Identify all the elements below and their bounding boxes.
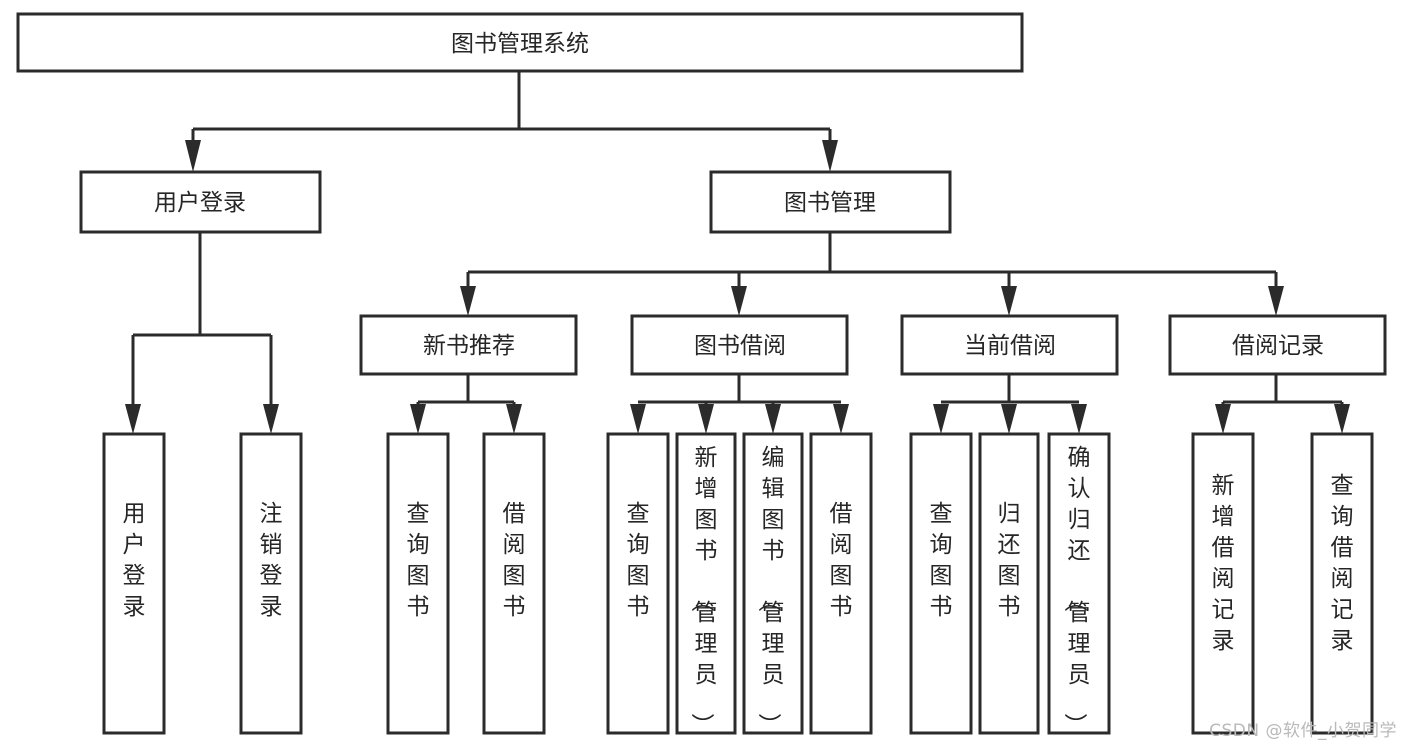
node-leaf-edit-book-label: 编辑图书（管理员） xyxy=(756,445,785,736)
node-current-borrow-box[interactable] xyxy=(900,314,1119,376)
node-leaf-add-record-label: 新增借阅记录 xyxy=(1212,473,1235,654)
node-leaf-query-book-1[interactable]: 查询图书 xyxy=(386,432,450,735)
node-leaf-user-login-box[interactable] xyxy=(102,432,166,735)
node-root-label: 图书管理系统 xyxy=(451,31,589,57)
node-leaf-query-book-2[interactable]: 查询图书 xyxy=(606,432,670,735)
node-borrow-record-label: 借阅记录 xyxy=(1232,333,1324,359)
node-book-borrow-label: 图书借阅 xyxy=(694,333,786,359)
node-book-borrow-box[interactable] xyxy=(630,314,849,376)
arrowhead-leaf-borrow-book-2 xyxy=(833,404,849,434)
arrowhead-leaf-query-book-2 xyxy=(630,404,646,434)
node-leaf-borrow-book-1-label: 借阅图书 xyxy=(503,501,526,620)
node-leaf-query-record-label: 查询借阅记录 xyxy=(1331,473,1354,654)
node-leaf-add-record[interactable]: 新增借阅记录 xyxy=(1191,432,1255,735)
node-leaf-confirm-return-box[interactable] xyxy=(1047,432,1111,735)
node-book-manage-label: 图书管理 xyxy=(784,190,876,216)
arrowhead-leaf-borrow-book-1 xyxy=(506,404,522,434)
arrowhead-leaf-logout xyxy=(263,404,279,434)
node-leaf-add-record-box[interactable] xyxy=(1191,432,1255,735)
arrowhead-leaf-query-book-1 xyxy=(410,404,426,434)
node-user-login-box[interactable] xyxy=(79,170,322,234)
node-leaf-edit-book-box[interactable] xyxy=(742,432,804,735)
node-current-borrow[interactable]: 当前借阅 xyxy=(900,314,1119,376)
node-leaf-return-book-box[interactable] xyxy=(978,432,1040,735)
arrowhead-borrow-record xyxy=(1268,286,1284,316)
node-new-book-rec[interactable]: 新书推荐 xyxy=(359,314,578,376)
csdn-watermark: CSDN @软件_小贺同学 xyxy=(1209,721,1397,741)
node-leaf-return-book-label: 归还图书 xyxy=(998,501,1021,620)
node-new-book-rec-label: 新书推荐 xyxy=(423,333,515,359)
node-leaf-add-book[interactable]: 新增图书（管理员） xyxy=(675,432,737,736)
arrowhead-leaf-query-book-3 xyxy=(933,404,949,434)
node-book-manage[interactable]: 图书管理 xyxy=(709,170,952,234)
node-leaf-logout[interactable]: 注销登录 xyxy=(239,432,303,735)
node-leaf-user-login[interactable]: 用户登录 xyxy=(102,432,166,735)
arrowhead-leaf-add-book xyxy=(698,404,714,434)
arrowhead-leaf-confirm-return xyxy=(1071,404,1087,434)
arrowhead-leaf-query-record xyxy=(1334,404,1350,434)
node-leaf-query-book-2-label: 查询图书 xyxy=(627,501,650,620)
node-leaf-borrow-book-2-label: 借阅图书 xyxy=(830,501,853,620)
node-leaf-query-book-1-box[interactable] xyxy=(386,432,450,735)
node-leaf-return-book[interactable]: 归还图书 xyxy=(978,432,1040,735)
node-leaf-confirm-return[interactable]: 确认归还（管理员） xyxy=(1047,432,1111,736)
arrowhead-new-book-rec xyxy=(460,286,476,316)
node-leaf-query-record[interactable]: 查询借阅记录 xyxy=(1310,432,1374,735)
node-leaf-borrow-book-1[interactable]: 借阅图书 xyxy=(482,432,546,735)
node-leaf-query-book-3-label: 查询图书 xyxy=(930,501,953,620)
node-book-borrow[interactable]: 图书借阅 xyxy=(630,314,849,376)
node-borrow-record-box[interactable] xyxy=(1168,314,1387,376)
arrowhead-book-borrow xyxy=(731,286,747,316)
node-leaf-add-book-label: 新增图书（管理员） xyxy=(689,445,718,736)
node-borrow-record[interactable]: 借阅记录 xyxy=(1168,314,1387,376)
arrowhead-user-login xyxy=(185,140,201,172)
node-user-login[interactable]: 用户登录 xyxy=(79,170,322,234)
node-leaf-logout-box[interactable] xyxy=(239,432,303,735)
node-root[interactable]: 图书管理系统 xyxy=(16,12,1024,73)
node-leaf-borrow-book-1-box[interactable] xyxy=(482,432,546,735)
connector-layer xyxy=(125,71,1350,434)
node-root-box[interactable] xyxy=(16,12,1024,73)
arrowhead-leaf-edit-book xyxy=(765,404,781,434)
node-leaf-add-book-box[interactable] xyxy=(675,432,737,735)
arrowhead-current-borrow xyxy=(1001,286,1017,316)
node-leaf-query-book-2-box[interactable] xyxy=(606,432,670,735)
arrowhead-leaf-user-login xyxy=(125,404,141,434)
node-current-borrow-label: 当前借阅 xyxy=(964,333,1056,359)
node-leaf-borrow-book-2-box[interactable] xyxy=(809,432,873,735)
node-leaf-query-record-box[interactable] xyxy=(1310,432,1374,735)
node-new-book-rec-box[interactable] xyxy=(359,314,578,376)
node-leaf-query-book-1-label: 查询图书 xyxy=(407,501,430,620)
node-leaf-user-login-label: 用户登录 xyxy=(123,501,146,620)
node-user-login-label: 用户登录 xyxy=(154,190,246,216)
arrowhead-leaf-return-book xyxy=(1001,404,1017,434)
node-leaf-query-book-3-box[interactable] xyxy=(909,432,973,735)
node-leaf-logout-label: 注销登录 xyxy=(260,501,283,620)
arrowhead-book-manage xyxy=(822,140,838,172)
node-book-manage-box[interactable] xyxy=(709,170,952,234)
node-leaf-query-book-3[interactable]: 查询图书 xyxy=(909,432,973,735)
arrowhead-leaf-add-record xyxy=(1215,404,1231,434)
node-leaf-confirm-return-label: 确认归还（管理员） xyxy=(1062,445,1091,736)
node-leaf-borrow-book-2[interactable]: 借阅图书 xyxy=(809,432,873,735)
node-leaf-edit-book[interactable]: 编辑图书（管理员） xyxy=(742,432,804,736)
